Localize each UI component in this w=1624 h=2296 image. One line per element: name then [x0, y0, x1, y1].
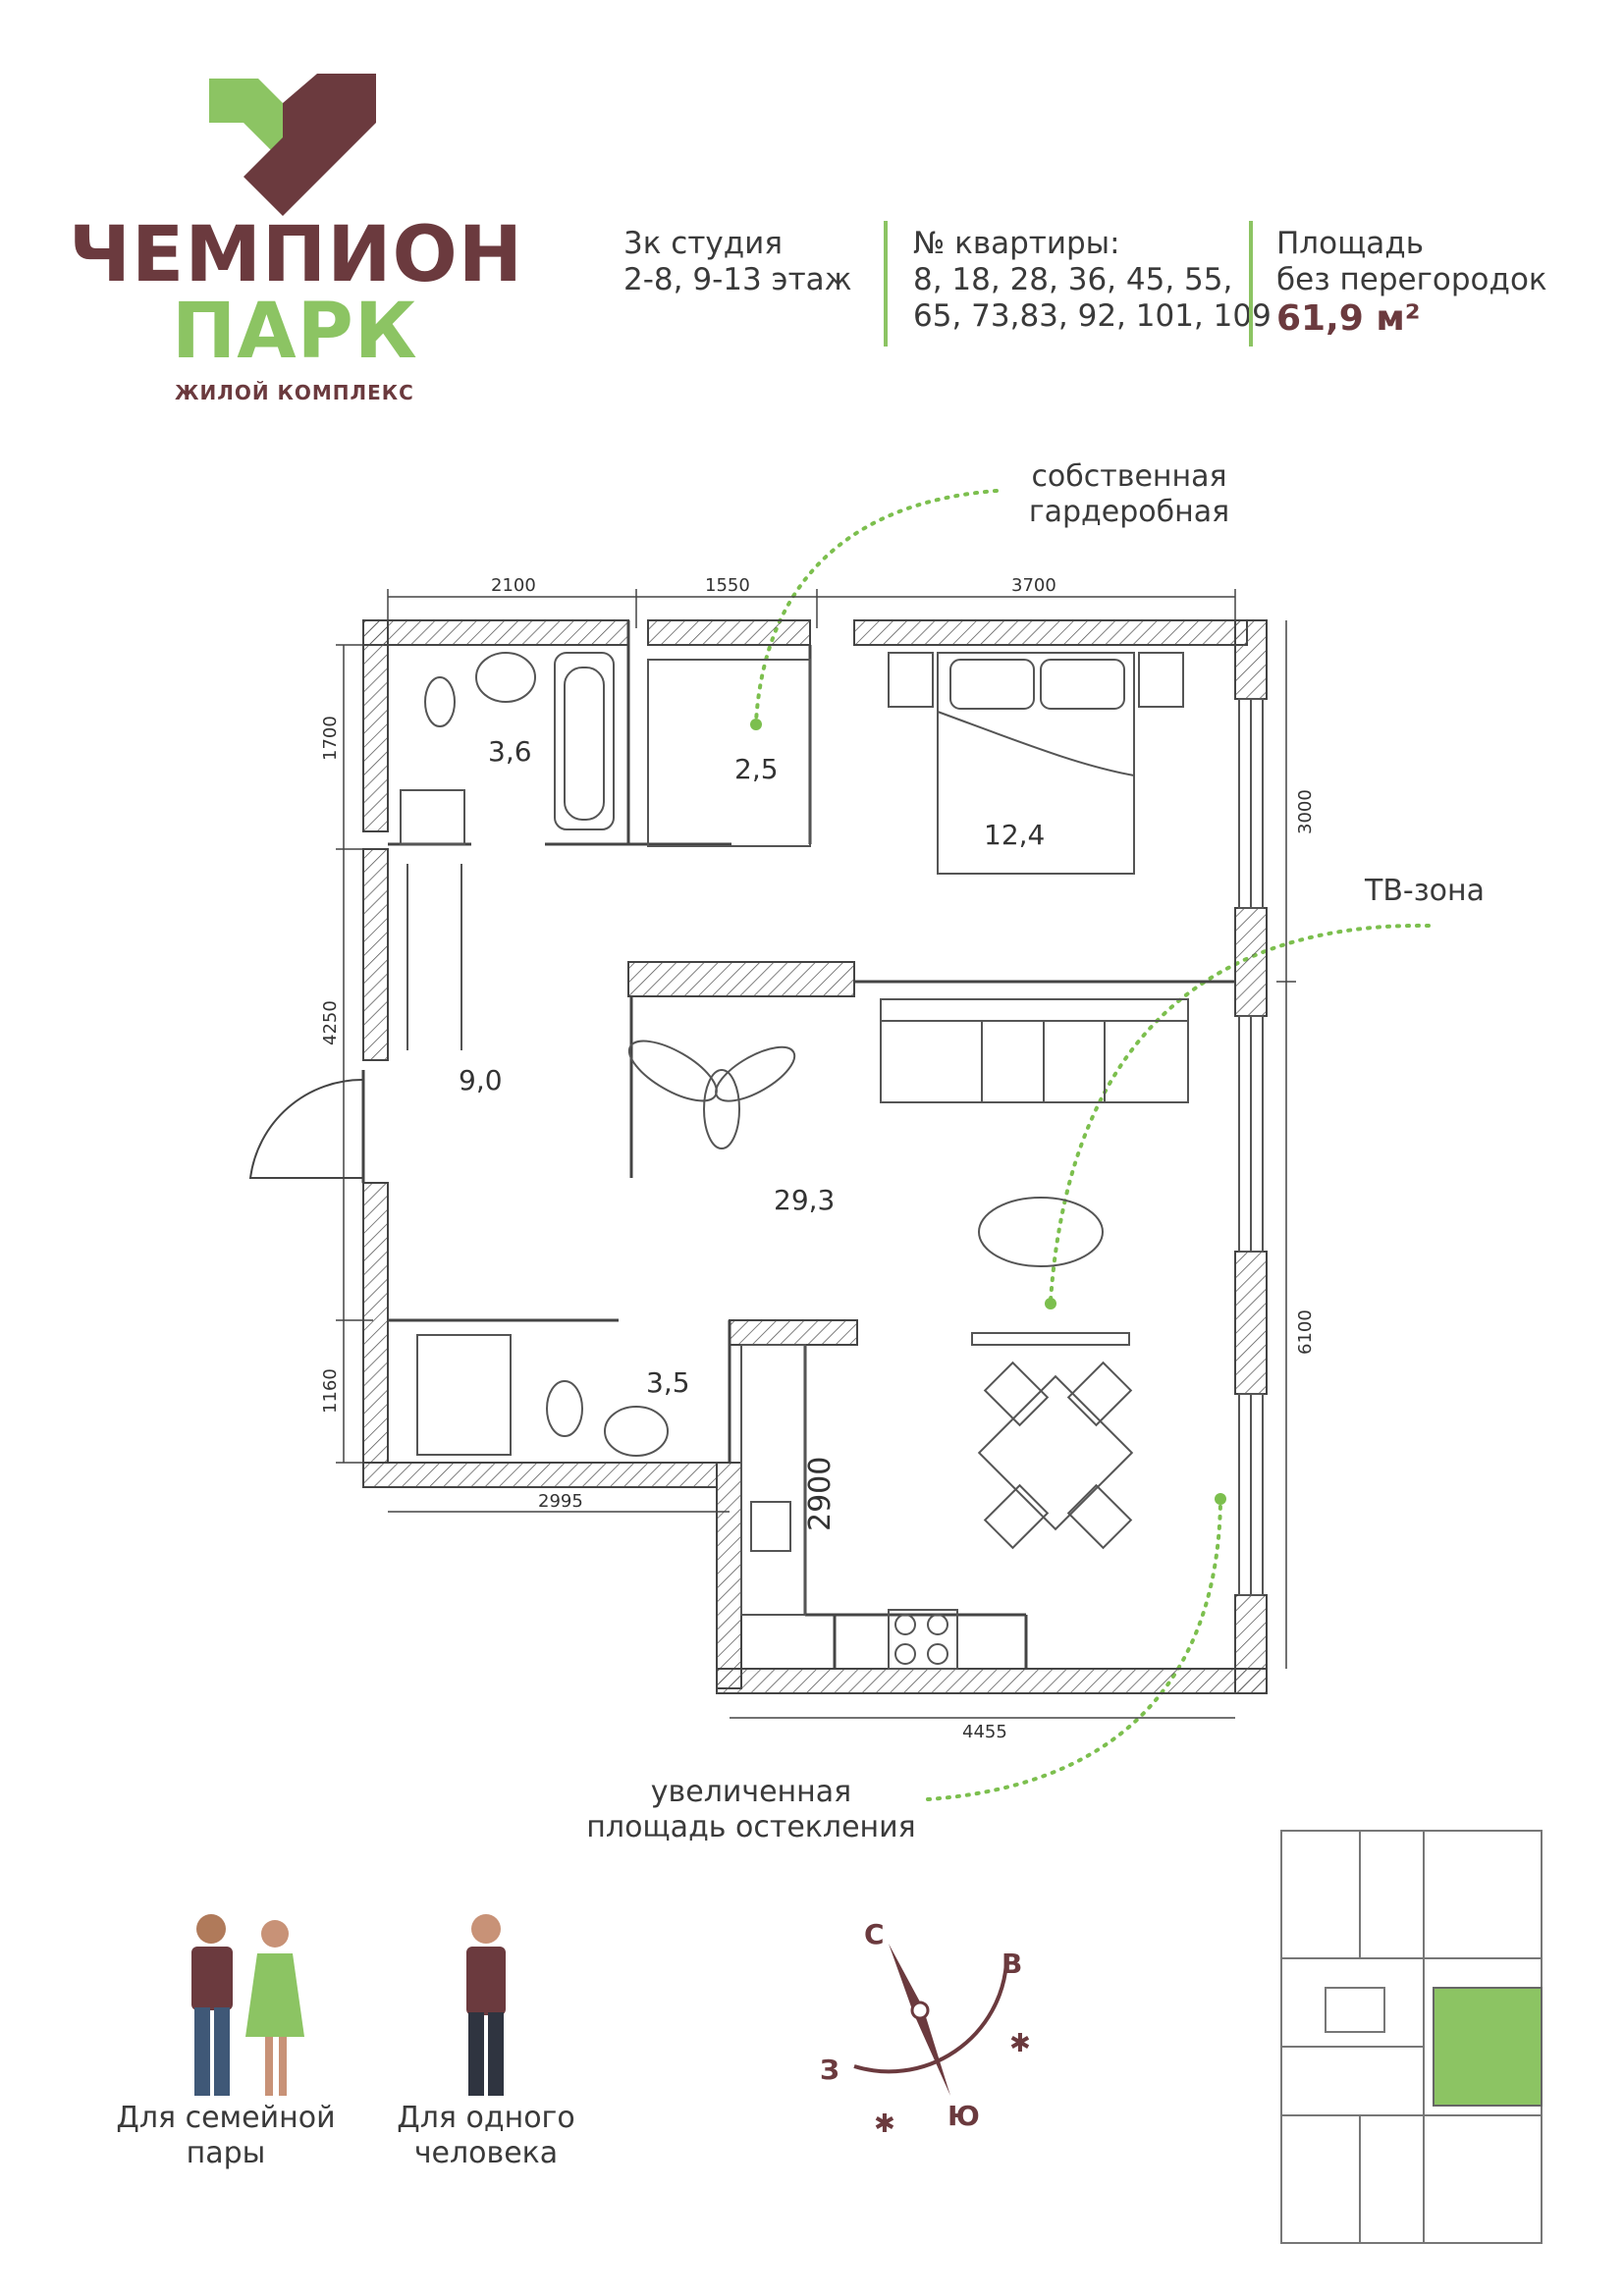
callout-tv-line	[1049, 923, 1431, 1303]
room-area-hall: 9,0	[459, 1064, 503, 1096]
logo: ЧЕМПИОН ПАРК ЖИЛОЙ КОМПЛЕКС	[69, 69, 524, 422]
highlighted-apartment	[1433, 1987, 1543, 2107]
logo-heart-icon	[209, 74, 376, 216]
apartment-numbers-title: № квартиры:	[913, 226, 1120, 261]
apartment-numbers: № квартиры: 8, 18, 28, 36, 45, 55, 65, 7…	[913, 226, 1272, 335]
brand-name-line1: ЧЕМПИОН	[69, 211, 524, 299]
caption-couple-line1: Для семейной	[116, 2101, 336, 2135]
compass-east: В	[1001, 1948, 1022, 1980]
dim-bottom1: 2995	[538, 1491, 583, 1512]
dim-top3: 3700	[1011, 575, 1056, 596]
sun-icon: ✱	[1009, 2029, 1031, 2058]
info-separator	[884, 221, 888, 347]
apartment-numbers-line2: 65, 73,83, 92, 101, 109	[913, 298, 1272, 334]
dim-left2: 4250	[320, 1000, 341, 1045]
room-area-bedroom: 12,4	[984, 819, 1045, 851]
caption-single-line2: человека	[413, 2136, 559, 2170]
caption-single-line1: Для одного	[397, 2101, 575, 2135]
dim-bottom2: 4455	[962, 1722, 1007, 1742]
kitchen-length: 2900	[803, 1457, 838, 1531]
caption-single: Для одного человека	[378, 2101, 594, 2171]
sun-icon: ✱	[874, 2109, 895, 2139]
dim-left1: 1700	[320, 716, 341, 761]
callout-glazing-line1: увеличенная	[650, 1775, 852, 1809]
callout-wardrobe-line2: гардеробная	[1028, 495, 1230, 529]
dim-left3: 1160	[320, 1368, 341, 1414]
dim-right1: 3000	[1295, 789, 1316, 834]
callout-glazing-line2: площадь остекления	[586, 1810, 916, 1844]
compass-north: С	[864, 1918, 885, 1950]
dim-top2: 1550	[705, 575, 750, 596]
caption-couple-line2: пары	[186, 2136, 266, 2170]
room-area-bathroom2: 3,5	[646, 1366, 690, 1399]
area-value: 61,9 м²	[1276, 298, 1421, 339]
callout-tv-zone: ТВ-зона	[1365, 874, 1486, 908]
couple-icon	[191, 1914, 304, 2096]
apartment-floors: 2-8, 9-13 этаж	[623, 262, 852, 297]
callout-wardrobe-line1: собственная	[1031, 459, 1227, 494]
room-area-living: 29,3	[774, 1184, 835, 1216]
callout-glazing-line	[926, 1500, 1222, 1801]
compass-south: Ю	[947, 2100, 980, 2132]
room-area-bathroom1: 3,6	[488, 735, 532, 768]
callout-glazing: увеличенная площадь остекления	[579, 1775, 923, 1845]
brand-name-line2: ПАРК	[172, 288, 418, 376]
single-person-icon	[466, 1914, 506, 2096]
fan-icon	[627, 1040, 796, 1149]
apartment-type: 3к студия 2-8, 9-13 этаж	[623, 226, 852, 298]
brand-subtitle: ЖИЛОЙ КОМПЛЕКС	[175, 381, 414, 404]
area-info: Площадь без перегородок 61,9 м²	[1276, 226, 1547, 337]
room-area-wardrobe: 2,5	[734, 753, 779, 785]
area-label-line1: Площадь	[1276, 226, 1424, 261]
compass-west: З	[820, 2054, 839, 2086]
caption-couple: Для семейной пары	[98, 2101, 353, 2171]
callout-wardrobe: собственная гардеробная	[1001, 459, 1257, 530]
dim-top1: 2100	[491, 575, 536, 596]
info-separator	[1249, 221, 1253, 347]
floor-key-plan	[1280, 1830, 1543, 2244]
apartment-type-line1: 3к студия	[623, 226, 783, 261]
compass-needle-icon	[889, 1944, 950, 2096]
area-label-line2: без перегородок	[1276, 262, 1547, 297]
dim-right2: 6100	[1295, 1309, 1316, 1355]
compass: С В З Ю ✱ ✱	[820, 1918, 1031, 2139]
callout-wardrobe-line	[754, 489, 999, 723]
apartment-numbers-line1: 8, 18, 28, 36, 45, 55,	[913, 262, 1233, 297]
